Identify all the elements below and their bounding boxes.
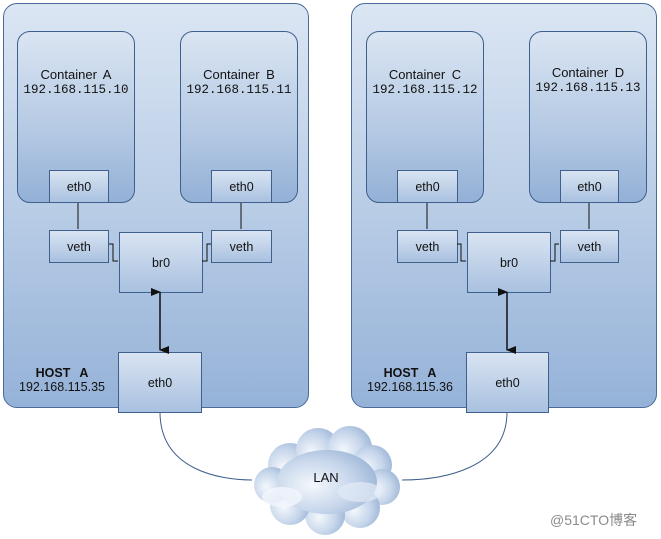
wire-veth-left-to-br0: [457, 243, 466, 262]
container-c-ip: 192.168.115.12: [372, 83, 478, 97]
host-b-panel: Container C 192.168.115.12 Container D 1…: [351, 3, 657, 413]
host-b-name: HOST A: [383, 366, 437, 380]
container-a-ip: 192.168.115.10: [23, 83, 129, 97]
host-a-name: HOST A: [35, 366, 89, 380]
host-b-ip: 192.168.115.36: [367, 380, 453, 394]
container-d-ip: 192.168.115.13: [535, 81, 641, 95]
host-a-panel: Container A 192.168.115.10 Container B 1…: [3, 3, 309, 413]
veth-right: veth: [211, 230, 272, 263]
host-a-ip: 192.168.115.35: [19, 380, 105, 394]
wire-veth-right-to-br0: [550, 243, 559, 262]
container-a-eth0: eth0: [49, 170, 109, 203]
container-b-ip: 192.168.115.11: [186, 83, 292, 97]
container-c-title: Container C: [388, 67, 462, 82]
wire-veth-left-to-br0: [109, 243, 118, 262]
veth-left: veth: [397, 230, 458, 263]
watermark: @51CTO博客: [550, 512, 638, 528]
container-b-title: Container B: [203, 67, 275, 82]
host-b-label: HOST A 192.168.115.36: [362, 366, 458, 394]
lan-link-right: [401, 411, 508, 481]
wire-veth-right-to-br0: [202, 243, 211, 262]
bridge-br0: br0: [467, 232, 551, 293]
container-a-title: Container A: [40, 67, 112, 82]
container-d-title: Container D: [551, 65, 625, 80]
lan-label: LAN: [313, 470, 339, 485]
bridge-br0: br0: [119, 232, 203, 293]
container-c-eth0: eth0: [397, 170, 458, 203]
container-b-eth0: eth0: [211, 170, 272, 203]
container-d-eth0: eth0: [560, 170, 619, 203]
veth-left: veth: [49, 230, 109, 263]
lan-link-left: [159, 411, 253, 481]
host-a-label: HOST A 192.168.115.35: [14, 366, 110, 394]
veth-right: veth: [560, 230, 619, 263]
